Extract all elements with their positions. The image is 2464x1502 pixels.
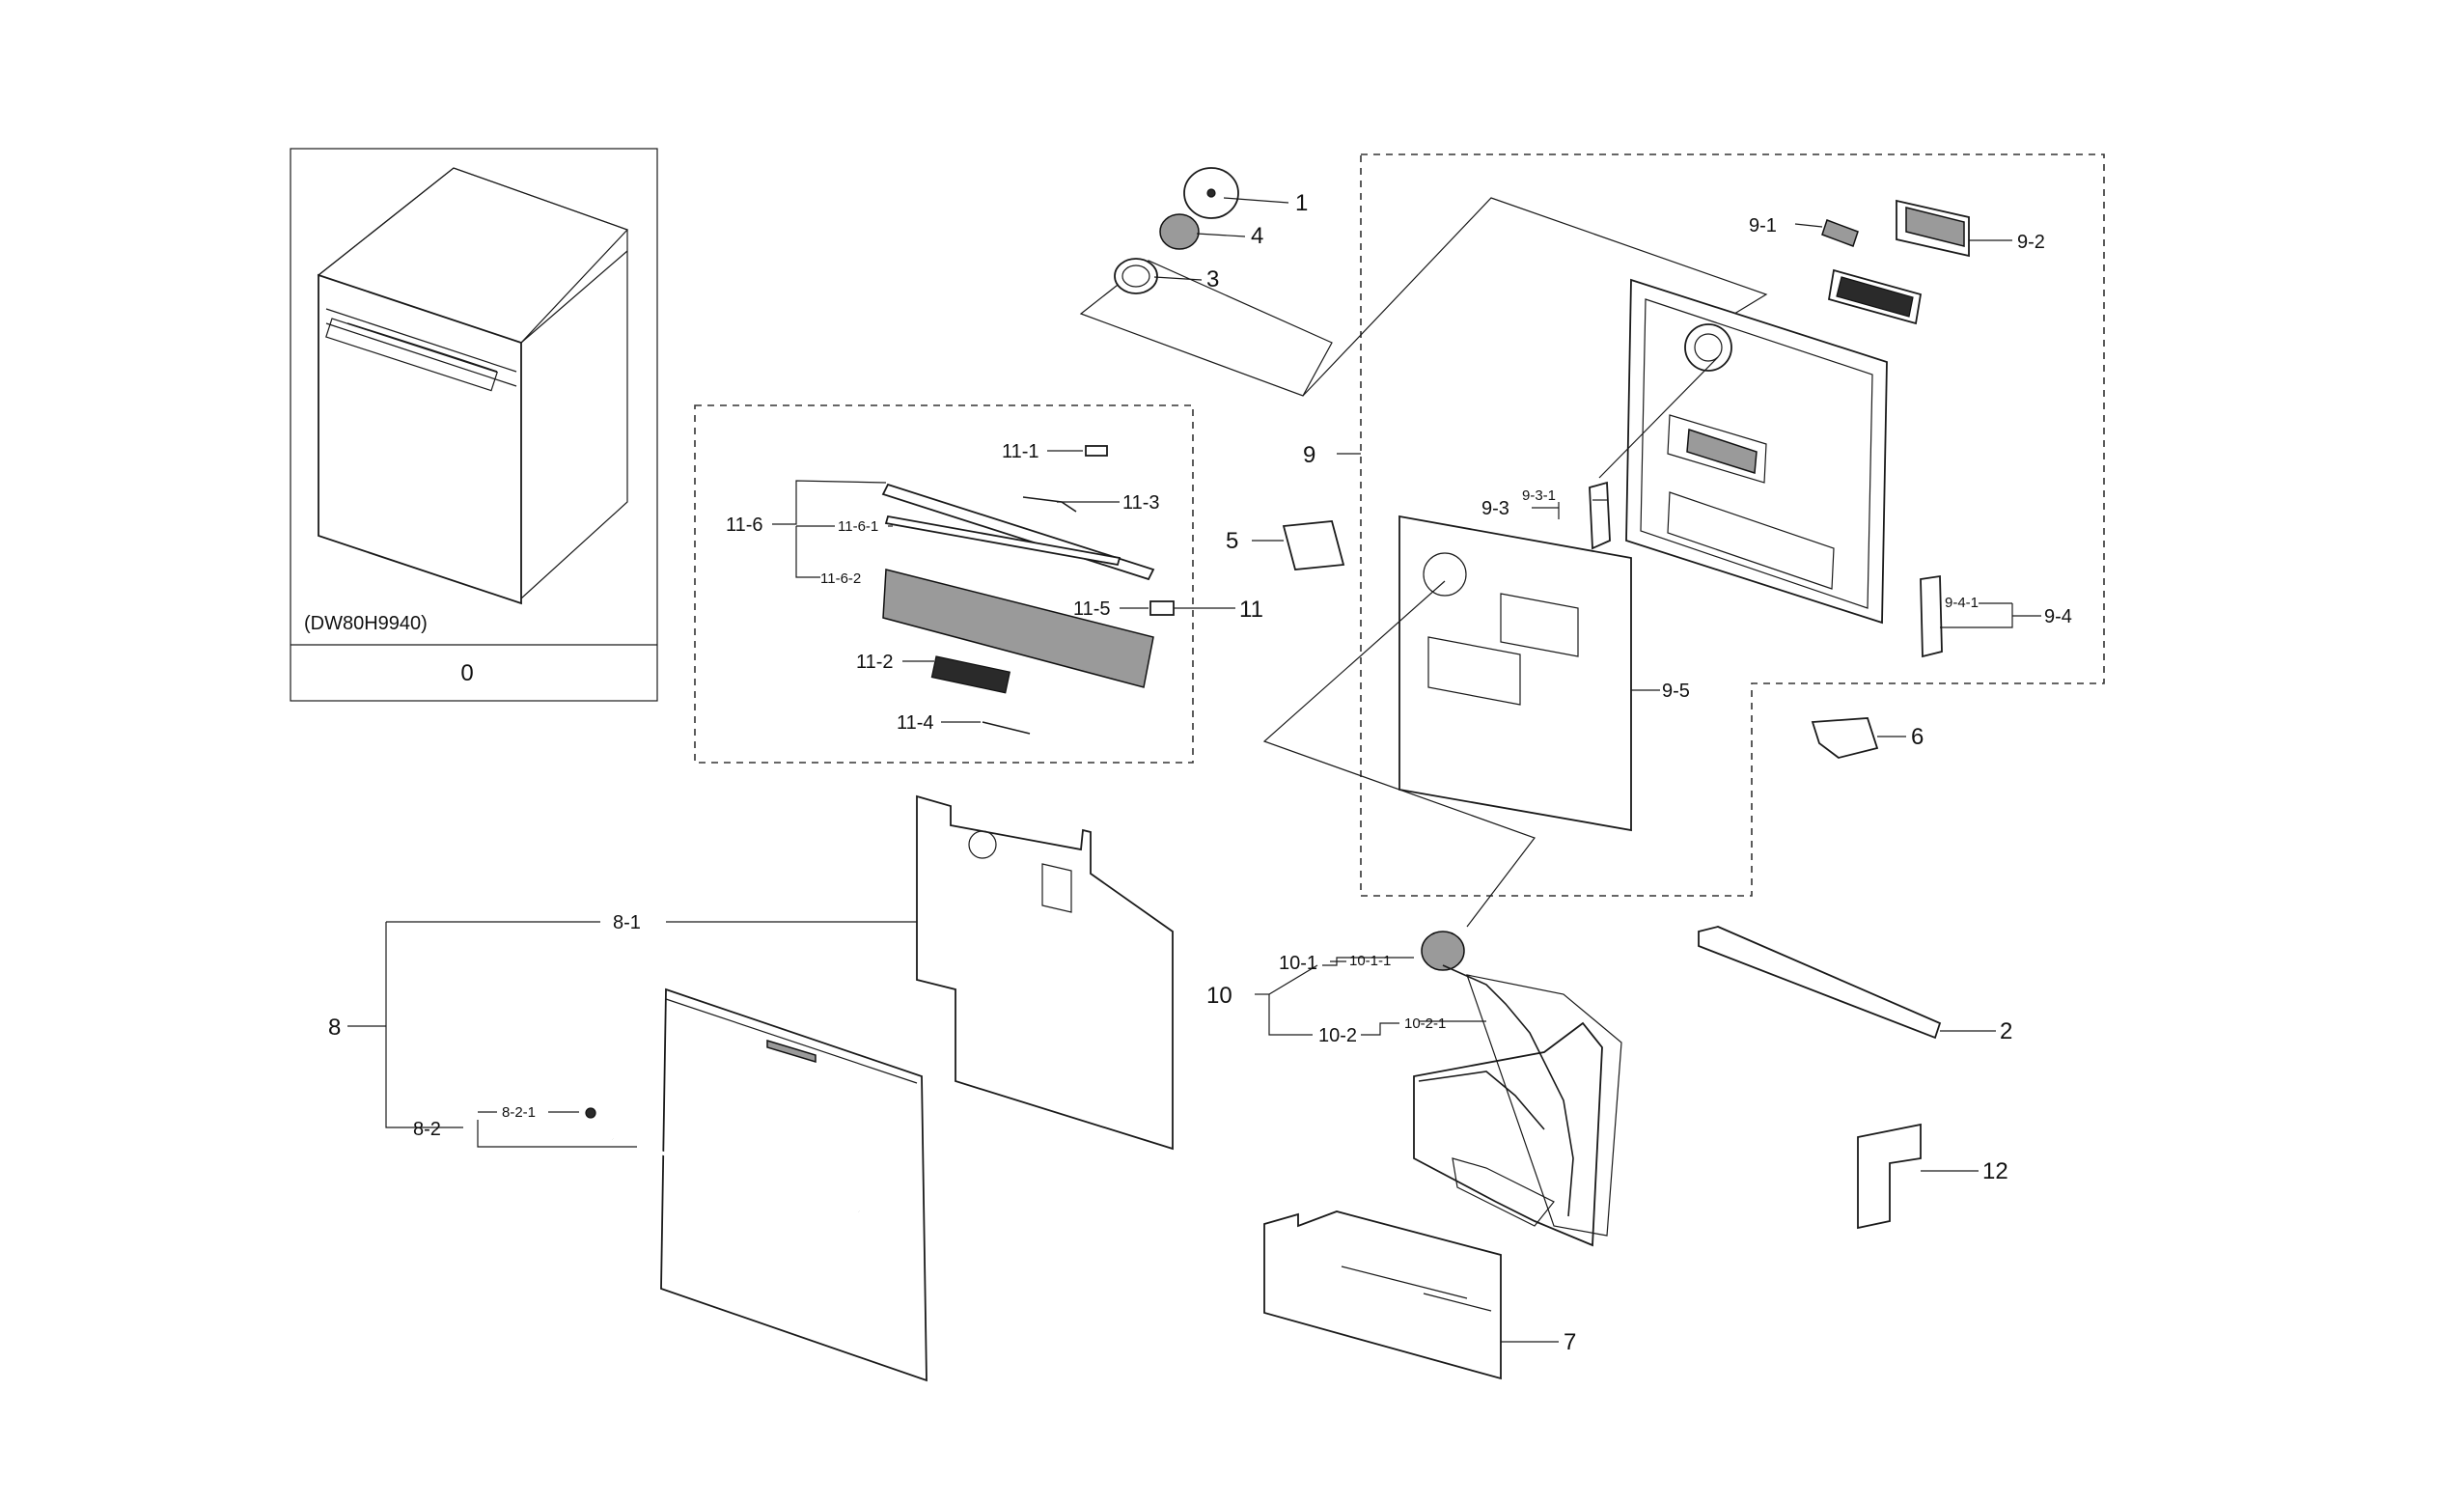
callout-11-5: 11-5 (1073, 598, 1111, 620)
outer-door-insulation (916, 794, 1174, 1151)
callout-11: 11 (1239, 597, 1263, 623)
part-2-group: 2 (1698, 926, 2012, 1044)
callout-9-1: 9-1 (1749, 215, 1777, 236)
control-panel-frame (882, 569, 1154, 688)
callout-11-6-1: 11-6-1 (838, 518, 878, 535)
callout-8: 8 (328, 1015, 341, 1041)
callout-8-2-1: 8-2-1 (502, 1104, 536, 1121)
part-5-group: 5 (1226, 520, 1345, 570)
callout-4: 4 (1251, 223, 1263, 249)
callout-11-4: 11-4 (897, 712, 934, 734)
bottom-kick-panel (1263, 1210, 1502, 1380)
callout-8-1: 8-1 (613, 912, 641, 933)
callout-10-2-1: 10-2-1 (1404, 1015, 1446, 1032)
display-pcb-part (930, 655, 1011, 694)
callout-1: 1 (1295, 190, 1308, 216)
callout-2: 2 (2000, 1018, 2012, 1044)
model-box: (DW80H9940) 0 (290, 148, 658, 702)
outer-door-panel (660, 987, 927, 1382)
hinge-cover-part (1282, 520, 1345, 570)
group-9-boundary (1360, 153, 2105, 897)
control-trim-bar (881, 483, 1155, 581)
callout-9-4-1: 9-4-1 (1945, 595, 1979, 611)
door-latch-spring (1821, 219, 1859, 247)
part-12-group: 12 (1857, 1123, 2008, 1230)
callout-10-1: 10-1 (1279, 953, 1317, 974)
callout-8-2: 8-2 (413, 1119, 441, 1140)
callout-9-3: 9-3 (1481, 498, 1509, 519)
group-11-boundary (694, 404, 1194, 764)
callout-9-2: 9-2 (2017, 232, 2045, 253)
control-panel-group: 11-1 11-3 11-6 11-6-1 11-6-2 11-5 11 11-… (694, 404, 1263, 764)
callout-9: 9 (1303, 442, 1315, 468)
door-latch-cover (1811, 717, 1879, 759)
assembly-zero-label: 0 (460, 660, 473, 686)
callout-5: 5 (1226, 528, 1238, 554)
callout-11-2: 11-2 (856, 652, 894, 673)
callout-11-6-2: 11-6-2 (820, 570, 861, 587)
callout-11-6: 11-6 (726, 515, 763, 536)
callout-3: 3 (1206, 266, 1219, 292)
callout-12: 12 (1982, 1158, 2008, 1184)
bracket-part (1857, 1123, 1922, 1230)
vent-ring-part (1114, 258, 1158, 294)
callout-7: 7 (1564, 1329, 1576, 1355)
part-7-group: 7 (1263, 1210, 1576, 1380)
duct-assembly-group: 10 10-1 10-1-1 10-2 10-2-1 (1206, 931, 1622, 1247)
model-number-label: (DW80H9940) (304, 613, 428, 634)
callout-9-3-1: 9-3-1 (1522, 487, 1556, 504)
vent-parts-group: 1 4 3 (1079, 167, 1333, 397)
door-insulation-panel (1398, 515, 1632, 832)
duct-fan-part (1421, 931, 1465, 971)
part-6-group: 6 (1811, 717, 1924, 759)
label-part (1149, 600, 1175, 616)
callout-10-2: 10-2 (1318, 1025, 1357, 1046)
dishwasher-illustration (317, 167, 629, 605)
inner-door-group: 9-1 9-2 9 9-3-1 9-3 9-4-1 9-4 9-5 (1262, 153, 2105, 928)
callout-10: 10 (1206, 983, 1232, 1009)
callout-11-3: 11-3 (1122, 492, 1160, 514)
callout-9-4: 9-4 (2044, 606, 2072, 627)
vent-filter-part (1159, 213, 1200, 250)
callout-11-1: 11-1 (1002, 441, 1039, 462)
callout-6: 6 (1911, 724, 1924, 750)
callout-9-5: 9-5 (1662, 681, 1690, 702)
door-rail-part (1698, 926, 1942, 1040)
callout-10-1-1: 10-1-1 (1349, 953, 1391, 969)
air-duct-assembly (1413, 1021, 1603, 1247)
outer-door-group: 8 8-1 8-2 8-2-1 (328, 794, 1174, 1382)
